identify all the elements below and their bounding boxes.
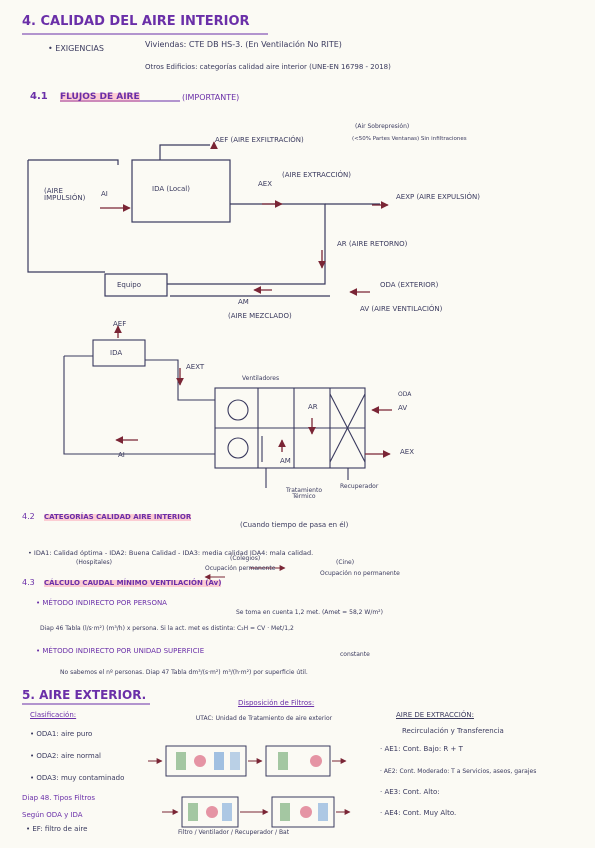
ahu-ida-label: IDA (110, 349, 123, 357)
ae4-item: · AE4: Cont. Muy Alto. (380, 809, 457, 817)
clasificacion-label: Clasificación: (30, 711, 77, 719)
ae3-item: · AE3: Cont. Alto: (380, 788, 440, 796)
ai-label: AI (101, 190, 108, 198)
ocupacion-no-permanente: Ocupación no permanente (320, 570, 400, 577)
viviendas-line: Viviendas: CTE DB HS-3. (En Ventilación … (145, 40, 342, 49)
ahu-oda-label: ODA (398, 391, 412, 398)
aef-label: AEF (AIRE EXFILTRACIÓN) (215, 136, 304, 144)
ahu-ar-label: AR (308, 403, 318, 411)
metodo-persona-line2: Diap 46 Tabla (l/s·m²) (m³/h) x persona.… (40, 625, 294, 632)
ef-item: • EF: filtro de aire (26, 825, 88, 833)
disposicion-label: Disposición de Filtros: (238, 699, 315, 707)
aire-mezclado-label: (AIRE MEZCLADO) (228, 312, 292, 320)
aef-note-1: (Air Sobrepresión) (355, 123, 410, 130)
section-title: 4. CALIDAD DEL AIRE INTERIOR (22, 14, 250, 29)
aef-note-2: (<50% Partes Ventanas) Sin infiltracione… (352, 136, 467, 142)
ahu-ai-label: AI (118, 451, 125, 459)
subsection-title: FLUJOS DE AIRE (60, 92, 140, 102)
metodo-persona-small: constante (340, 651, 370, 658)
am-label: AM (238, 298, 249, 306)
recuperador-label: Recuperador (340, 483, 379, 490)
s43-title: CÁLCULO CAUDAL MÍNIMO VENTILACIÓN (Av) (44, 579, 222, 587)
colegios-note: (Colegios) (230, 555, 261, 562)
duct-loop (27, 160, 105, 273)
metodo-persona: • MÉTODO INDIRECTO POR PERSONA (36, 599, 167, 607)
oda3-item: • ODA3: muy contaminado (30, 774, 125, 782)
ahu-aex-label: AEX (400, 448, 415, 456)
utac-label: UTAC: Unidad de Tratamiento de aire exte… (195, 715, 333, 722)
aire-extraccion-label: (AIRE EXTRACCIÓN) (282, 171, 352, 179)
diap48-label: Diap 48. Tipos Filtros (22, 794, 96, 802)
equipo-label: Equipo (117, 281, 141, 289)
filter-caption: Filtro / Ventilador / Recuperador / Bat (178, 829, 290, 836)
ahu-aext-label: AEXT (186, 363, 205, 371)
air-flow-diagram (27, 144, 380, 297)
ida-box-label: IDA (Local) (152, 185, 190, 193)
ida-categories-line: • IDA1: Calidad óptima - IDA2: Buena Cal… (28, 549, 314, 557)
metodo-persona-note: Se toma en cuenta 1,2 met. (Amet = 58,2 … (236, 609, 383, 616)
filter-diagrams (165, 745, 335, 828)
tratamiento-label: Tratamiento Térmico (286, 487, 322, 500)
aex-label: AEX (258, 180, 273, 188)
ahu-av-label: AV (398, 404, 408, 412)
ahu-am-label: AM (280, 457, 291, 465)
aire-extraccion-title: AIRE DE EXTRACCIÓN: (396, 711, 474, 719)
segun-label: Según ODA y IDA (22, 811, 83, 819)
metodo-superficie-line: No sabemos el nº personas. Diap 47 Tabla… (60, 669, 308, 676)
metodo-superficie: • MÉTODO INDIRECTO POR UNIDAD SUPERFICIE (36, 647, 205, 655)
s42-note: (Cuando tiempo de pasa en él) (240, 521, 349, 529)
ae2-item: · AE2: Cont. Moderado: T a Servicios, as… (380, 768, 537, 775)
cine-note: (Cine) (336, 559, 355, 566)
ida-local-box (131, 159, 231, 223)
ar-label: AR (AIRE RETORNO) (337, 240, 408, 248)
oda-label: ODA (EXTERIOR) (380, 281, 439, 289)
s42-title: CATEGORÍAS CALIDAD AIRE INTERIOR (44, 513, 192, 521)
ae1-item: · AE1: Cont. Bajo: R + T (380, 745, 463, 753)
ahu-diagram (63, 339, 366, 488)
s43-number: 4.3 (22, 578, 35, 587)
otros-line: Otros Edificios: categorías calidad aire… (145, 63, 391, 71)
s42-number: 4.2 (22, 512, 35, 521)
ventiladores-label: Ventiladores (242, 375, 280, 382)
aire-impulsion-label: (AIRE IMPULSIÓN) (44, 187, 86, 202)
exigencias-label: • EXIGENCIAS (48, 44, 104, 53)
filter-components (176, 752, 328, 821)
recirculacion-label: Recirculación y Transferencia (402, 727, 504, 735)
ocupacion-permanente: Ocupación permanente (205, 565, 276, 572)
subsection-note: (IMPORTANTE) (182, 93, 240, 102)
equipo-box (104, 273, 168, 297)
section5-title: 5. AIRE EXTERIOR. (22, 688, 147, 702)
subsection-number: 4.1 (30, 91, 48, 102)
av-label: AV (AIRE VENTILACIÓN) (360, 305, 443, 313)
aexp-label: AEXP (AIRE EXPULSIÓN) (396, 193, 480, 201)
oda1-item: • ODA1: aire puro (30, 730, 93, 738)
hospitales-note: (Hospitales) (76, 559, 112, 566)
ahu-aef-label: AEF (113, 320, 127, 328)
oda2-item: • ODA2: aire normal (30, 752, 101, 760)
